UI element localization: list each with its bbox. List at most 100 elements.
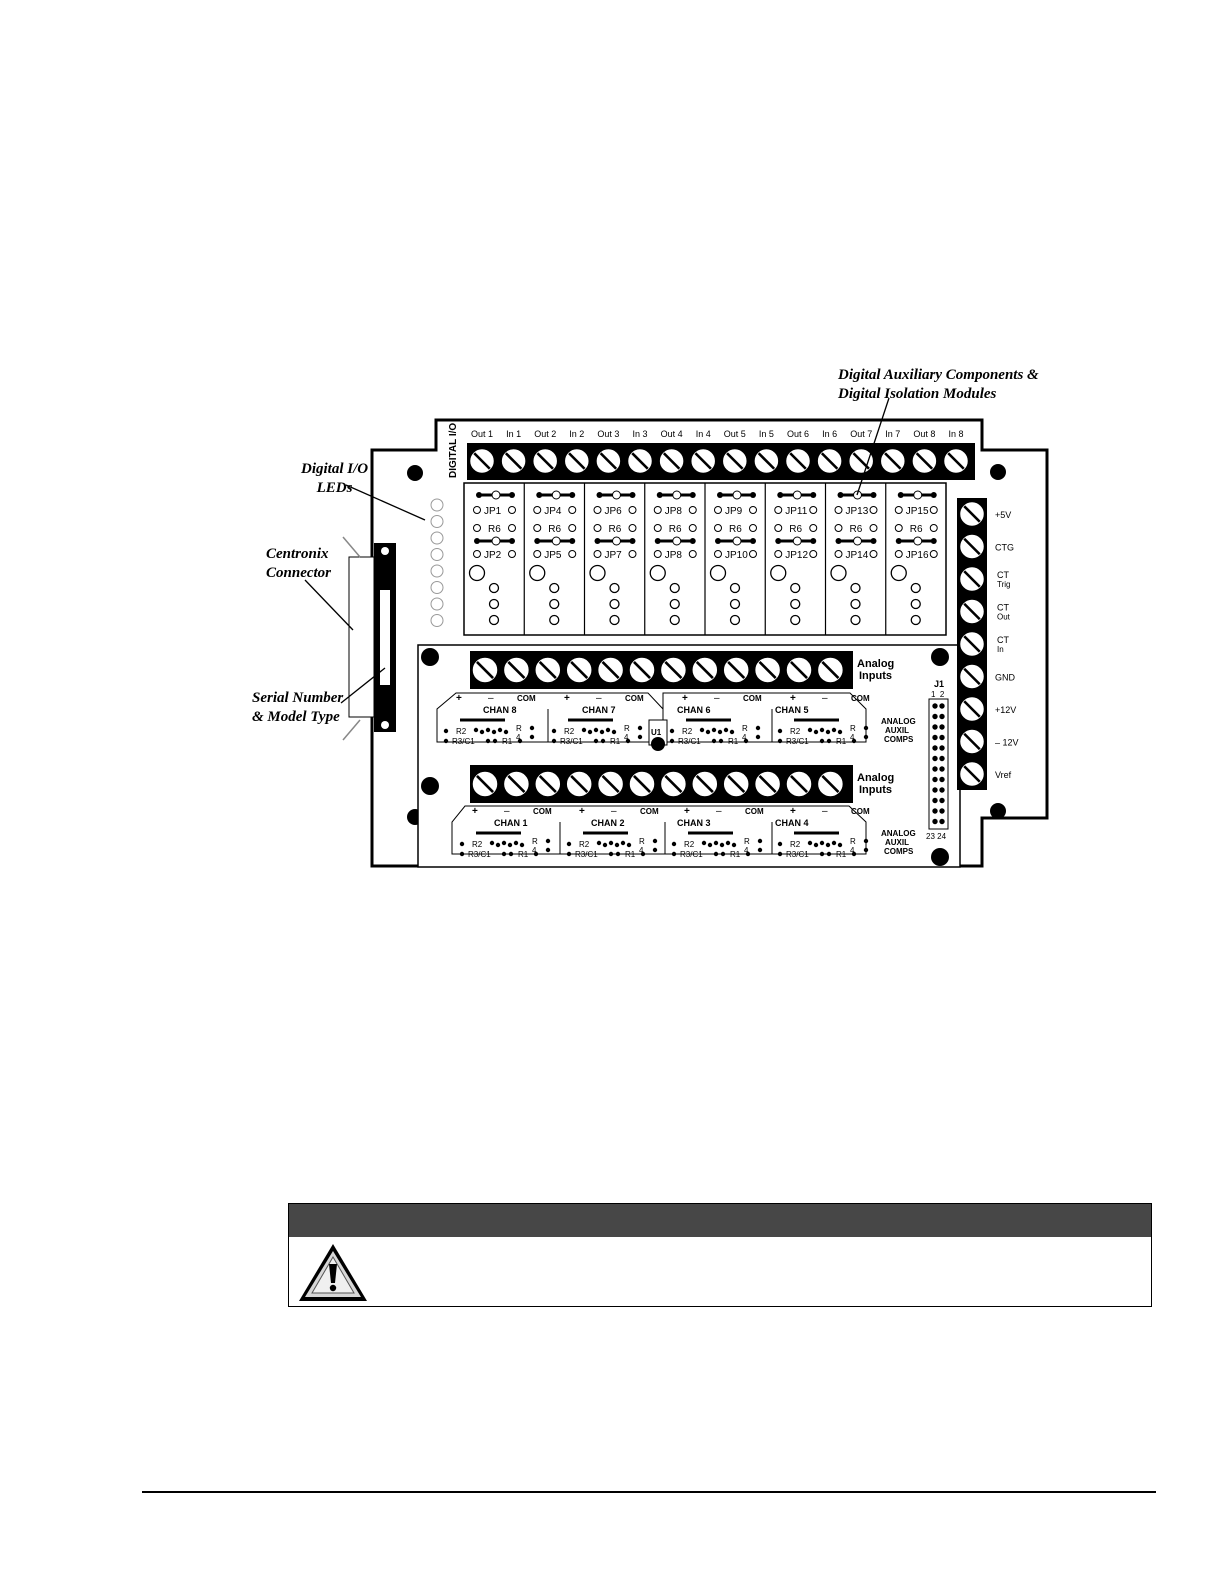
module-jumper-top-label: JP8 <box>665 506 683 517</box>
channel-r-label: R <box>639 837 645 846</box>
module-jumper-top-label: JP9 <box>725 506 743 517</box>
analog-terminal-screw <box>691 770 719 798</box>
analog-terminal-screw <box>596 656 625 684</box>
analog-inputs-label-bottom: Analog <box>857 772 894 784</box>
module-jumper-top-label: JP13 <box>846 506 869 517</box>
channel-four-label: 4 <box>516 733 521 742</box>
mounting-hole <box>407 465 423 481</box>
power-terminal-screw <box>958 630 986 658</box>
u1-label: U1 <box>651 728 662 737</box>
channel-minus-label: – <box>716 806 722 817</box>
channel-plus-label: + <box>564 693 570 704</box>
module-r6-label: R6 <box>789 524 802 535</box>
analog-terminal-screw <box>722 770 750 798</box>
channel-four-label: 4 <box>624 733 629 742</box>
digital-terminal-label: In 6 <box>822 429 837 439</box>
analog-terminal-screw <box>628 656 656 684</box>
digital-terminal-screw <box>721 447 749 475</box>
digital-terminal-label: In 5 <box>759 429 774 439</box>
digital-terminal-label: In 1 <box>506 429 521 439</box>
auxil-label-bottom-2: AUXIL <box>885 838 909 847</box>
channel-minus-label: – <box>822 693 828 704</box>
module-jumper-top-label: JP1 <box>484 506 502 517</box>
auxil-label-top-2: AUXIL <box>885 726 909 735</box>
power-terminal-label: +5V <box>995 510 1011 520</box>
digital-io-label: DIGITAL I/O <box>448 423 459 478</box>
module-jumper-bottom-label: JP14 <box>846 550 869 561</box>
power-terminal-screw <box>958 695 986 723</box>
channel-r3c1-label: R3/C1 <box>575 850 598 859</box>
channel-plus-label: + <box>790 693 796 704</box>
j1-pin-top: 1 2 <box>931 690 945 699</box>
analog-terminal-screw <box>502 656 531 684</box>
channel-com-label: COM <box>851 807 870 816</box>
module-jumper-bottom-label: JP10 <box>725 550 748 561</box>
j1-pin <box>939 766 945 772</box>
module-r6-label: R6 <box>729 524 742 535</box>
leader-centronix <box>304 579 354 631</box>
j1-pin <box>932 755 938 762</box>
analog-terminal-screw <box>628 770 656 798</box>
j1-pin <box>932 745 938 751</box>
digital-terminal-screw <box>816 447 843 475</box>
channel-plus-label: + <box>790 806 796 817</box>
analog-terminal-screw <box>565 656 593 684</box>
digital-terminal-label: Out 7 <box>850 429 872 439</box>
auxil-label-bottom-3: COMPS <box>884 847 914 856</box>
power-terminal-sublabel: In <box>997 645 1004 654</box>
module-jumper-top-label: JP11 <box>785 506 807 517</box>
channel-plus-label: + <box>456 693 462 704</box>
analog-terminal-screw <box>722 656 750 684</box>
digital-io-led <box>430 581 444 594</box>
digital-terminal-screw <box>784 447 812 475</box>
auxil-label-top-1: ANALOG <box>881 717 916 726</box>
module-jumper-top-label: JP15 <box>906 506 929 517</box>
channel-name-label: CHAN 1 <box>494 818 528 828</box>
j1-pin <box>939 776 945 783</box>
channel-r2-label: R2 <box>682 727 693 736</box>
channel-com-label: COM <box>743 694 762 703</box>
channel-r1-label: R1 <box>836 850 847 859</box>
channel-r3c1-label: R3/C1 <box>560 737 583 746</box>
channel-r-label: R <box>532 837 538 846</box>
channel-r3c1-label: R3/C1 <box>786 850 809 859</box>
mounting-hole <box>990 803 1006 819</box>
mounting-hole <box>421 648 439 666</box>
channel-four-label: 4 <box>532 846 537 855</box>
channel-r3c1-label: R3/C1 <box>468 850 491 859</box>
power-terminal-label: GND <box>995 673 1016 683</box>
digital-io-led <box>430 614 444 627</box>
module-r6-label: R6 <box>488 524 501 535</box>
channel-r-label: R <box>744 837 750 846</box>
j1-pin <box>932 734 938 741</box>
analog-terminal-screw <box>785 656 813 684</box>
channel-r1-label: R1 <box>610 737 621 746</box>
channel-com-label: COM <box>851 694 870 703</box>
analog-terminal-screw <box>785 770 813 798</box>
analog-inputs-label-top-2: Inputs <box>859 670 892 682</box>
analog-terminal-screw <box>753 656 782 684</box>
digital-terminal-screw <box>626 447 654 475</box>
digital-terminal-label: Out 6 <box>787 429 809 439</box>
j1-pin <box>939 818 945 825</box>
channel-r1-label: R1 <box>730 850 741 859</box>
analog-terminal-screw <box>471 656 499 684</box>
channel-plus-label: + <box>682 693 688 704</box>
callout-serial-number: Serial Number & Model Type <box>252 690 344 725</box>
leader-serial <box>340 667 386 704</box>
module-jumper-bottom-label: JP7 <box>605 550 623 561</box>
j1-pin <box>932 808 938 814</box>
channel-minus-label: – <box>504 806 510 817</box>
power-terminal-sublabel: Out <box>997 613 1011 622</box>
module-jumper-top-label: JP4 <box>544 506 562 517</box>
channel-name-label: CHAN 7 <box>582 705 616 715</box>
channel-name-label: CHAN 2 <box>591 818 625 828</box>
channel-minus-label: – <box>714 693 720 704</box>
channel-four-label: 4 <box>850 733 855 742</box>
channel-r2-label: R2 <box>472 840 483 849</box>
j1-header <box>928 698 949 830</box>
